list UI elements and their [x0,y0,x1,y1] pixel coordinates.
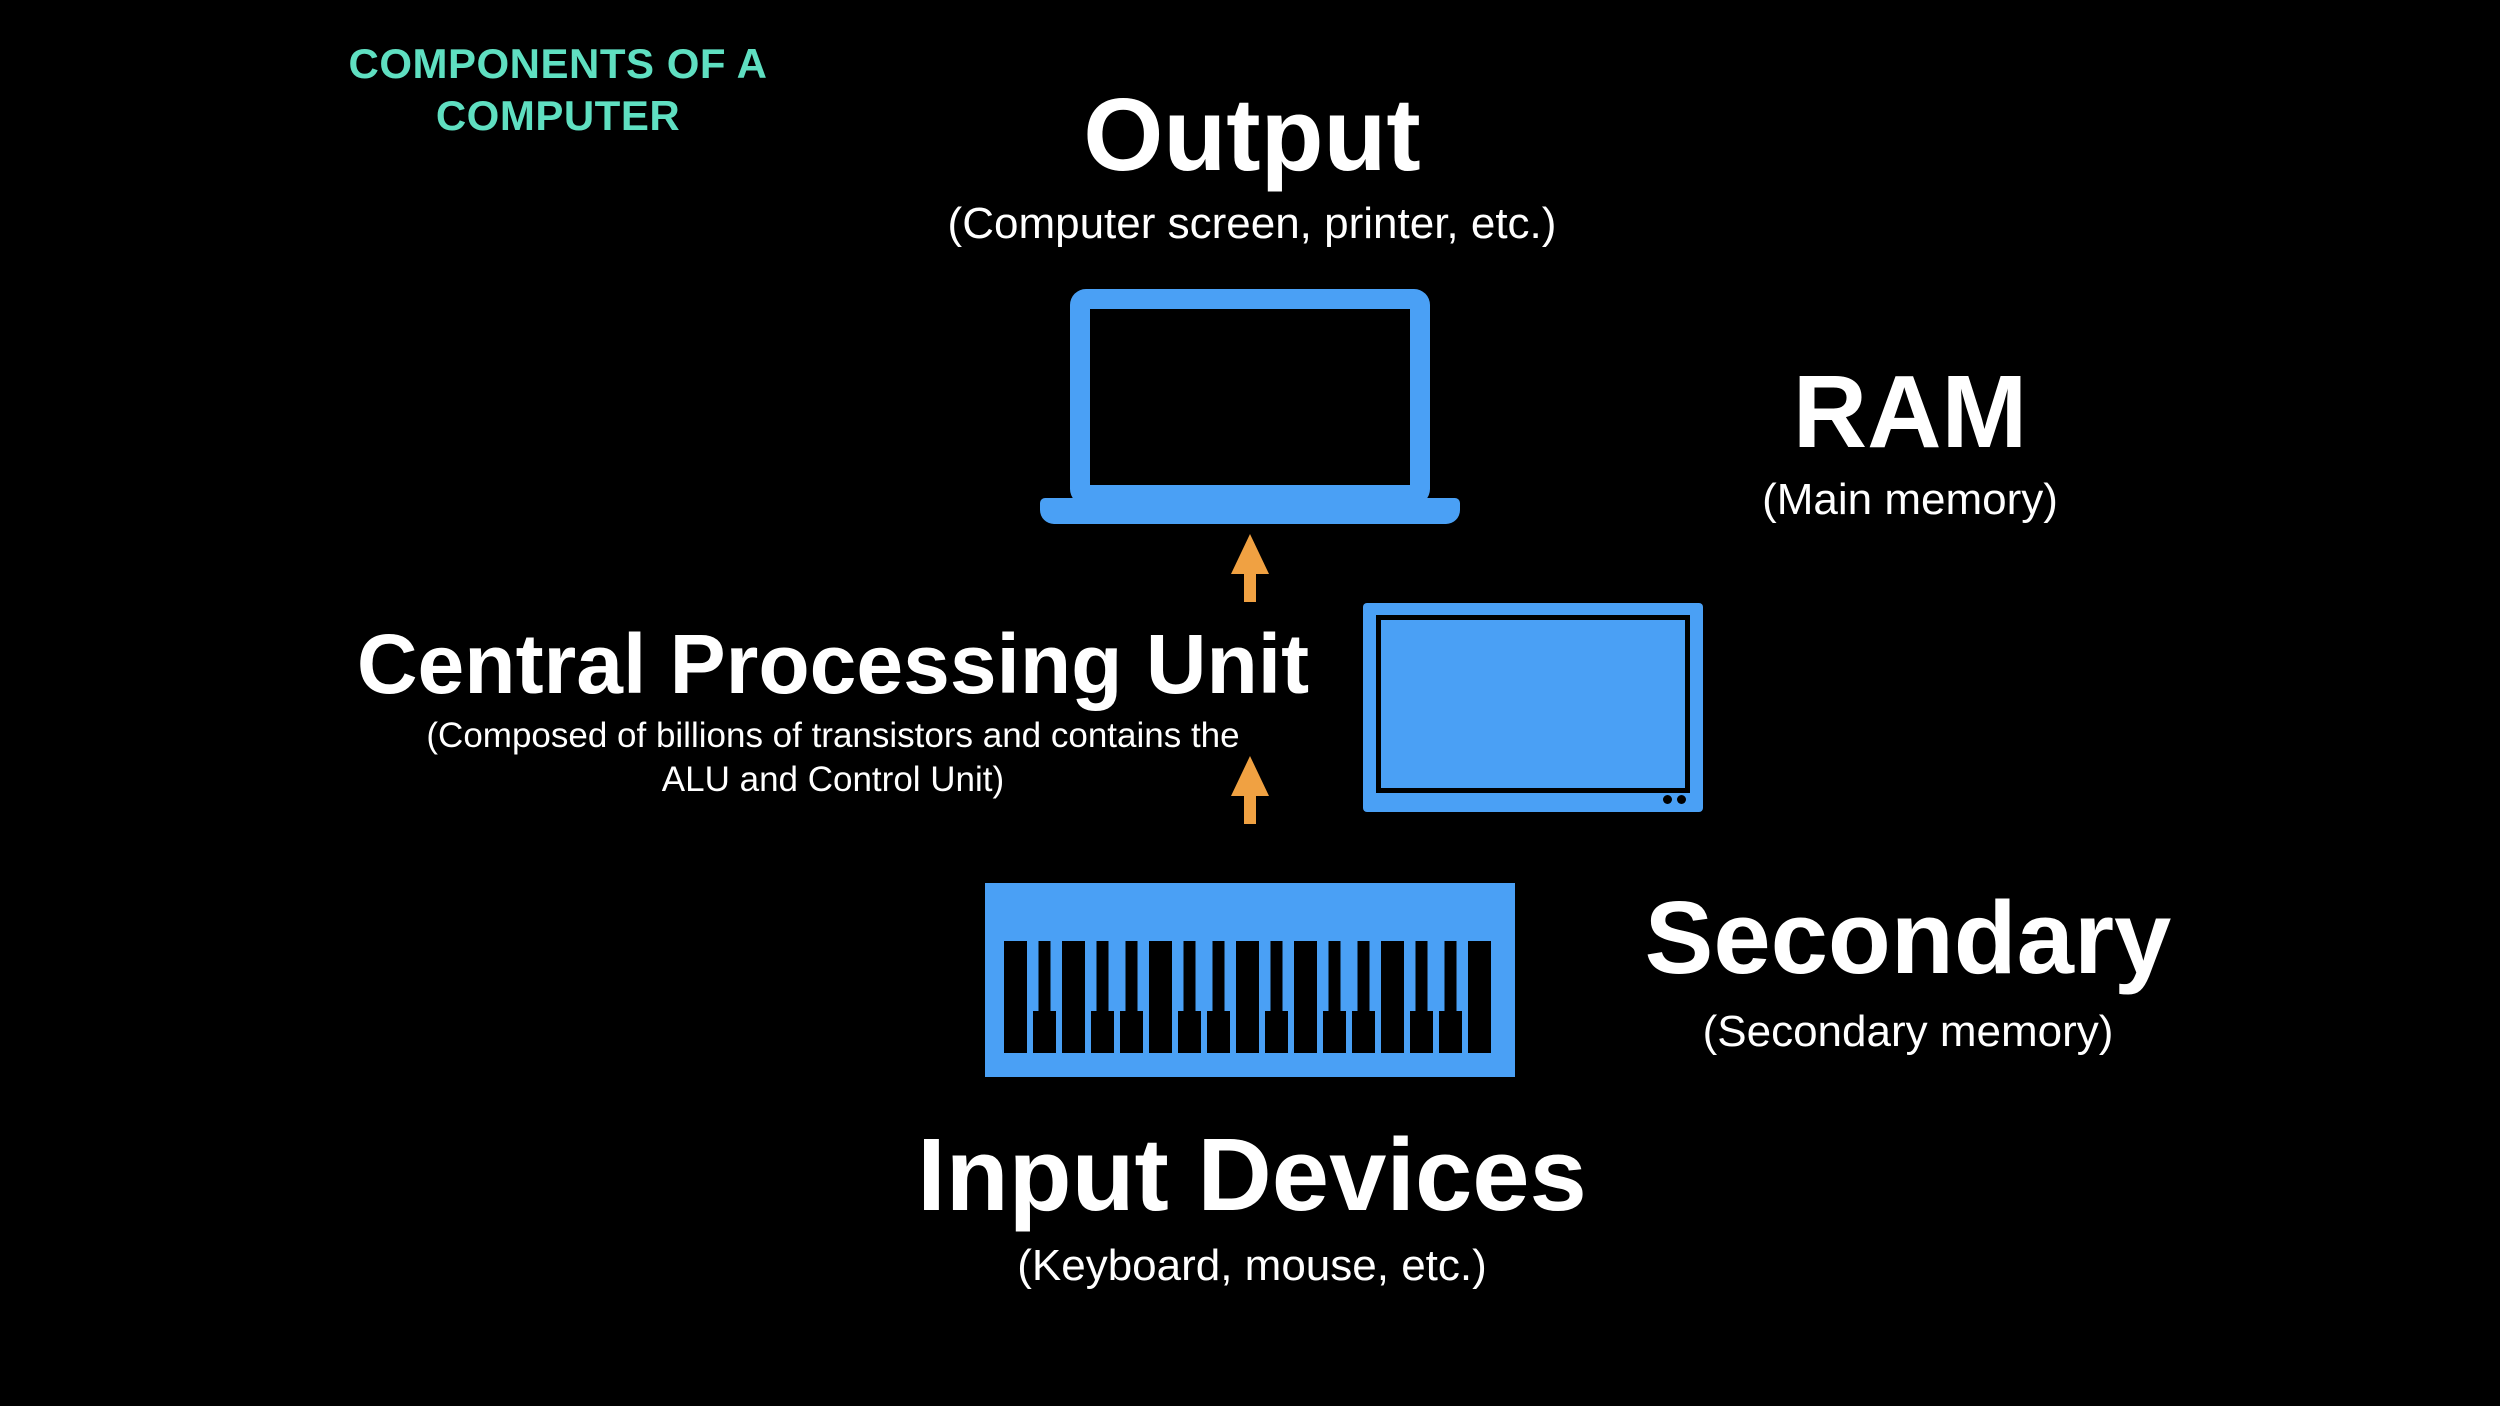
cpu-sublabel: (Composed of billions of transistors and… [426,716,1240,799]
monitor-button-dot [1677,795,1686,804]
output-label: Output [1083,77,1421,192]
up-arrow-icon [1231,756,1269,824]
secondary-sublabel: (Secondary memory) [1702,1007,2114,1056]
piano-keyboard-icon [985,883,1515,1077]
output-sublabel: (Computer screen, printer, etc.) [947,199,1557,248]
monitor-icon [1363,603,1703,812]
monitor-screen [1376,615,1690,793]
cpu-label: Central Processing Unit [356,617,1310,711]
ram-label: RAM [1792,354,2028,469]
slide-title: COMPONENTS OF A COMPUTER [348,40,768,139]
ram-sublabel: (Main memory) [1762,475,2058,524]
input-label: Input Devices [917,1117,1587,1232]
up-arrow-icon [1231,534,1269,602]
laptop-screen [1070,289,1430,505]
secondary-label: Secondary [1644,880,2172,995]
laptop-base [1040,498,1460,524]
input-sublabel: (Keyboard, mouse, etc.) [1017,1241,1487,1290]
monitor-button-dot [1663,795,1672,804]
